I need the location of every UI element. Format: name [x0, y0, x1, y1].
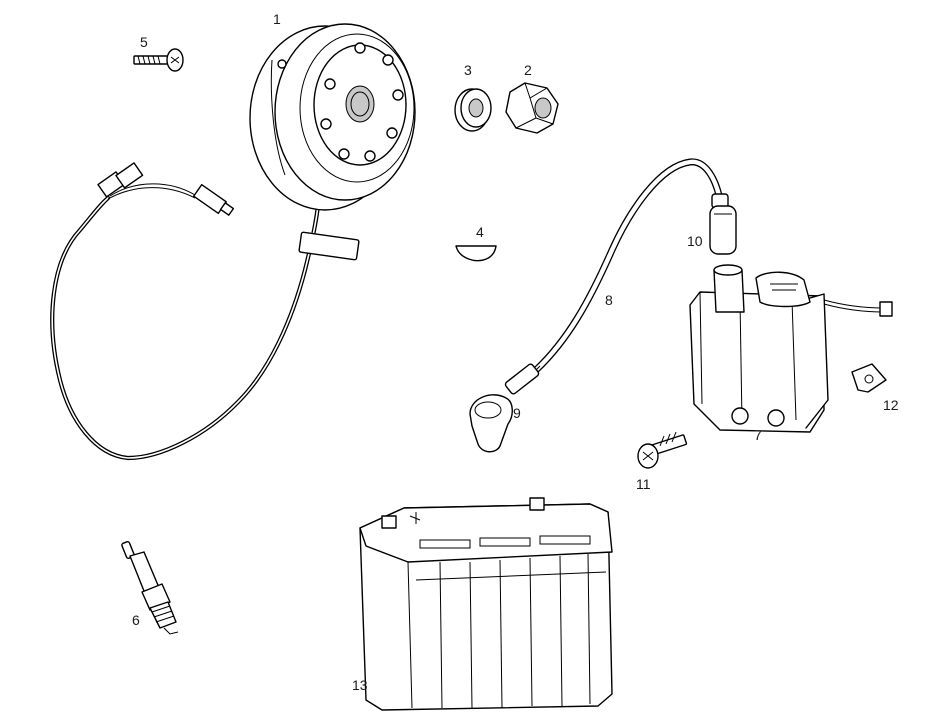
callout-5: 5 [140, 34, 148, 50]
stator-wiring-harness [50, 162, 360, 461]
hex-nut [505, 82, 559, 134]
flywheel [249, 23, 416, 211]
callout-8: 8 [605, 292, 613, 308]
callout-4: 4 [476, 224, 484, 240]
woodruff-key [455, 245, 497, 262]
connector-plug-left [97, 162, 144, 198]
callout-10: 10 [687, 233, 703, 249]
spark-plug [121, 540, 179, 635]
callout-12: 12 [883, 397, 899, 413]
connector-plug-right [192, 183, 235, 216]
callout-1: 1 [273, 11, 281, 27]
callout-2: 2 [524, 62, 532, 78]
callout-3: 3 [464, 62, 472, 78]
screw-5 [133, 48, 184, 72]
spark-plug-cap [469, 363, 540, 453]
callout-6: 6 [132, 612, 140, 628]
harness-grommet [298, 231, 360, 261]
ignition-coil [689, 264, 893, 433]
callout-11: 11 [636, 476, 651, 492]
callout-7: 7 [754, 427, 762, 443]
screw-11 [637, 431, 688, 469]
clip-nut [851, 363, 887, 393]
callout-9: 9 [513, 405, 521, 421]
washer [454, 88, 492, 132]
coil-cap [709, 193, 737, 255]
callout-13: 13 [352, 677, 368, 693]
battery [359, 497, 613, 711]
